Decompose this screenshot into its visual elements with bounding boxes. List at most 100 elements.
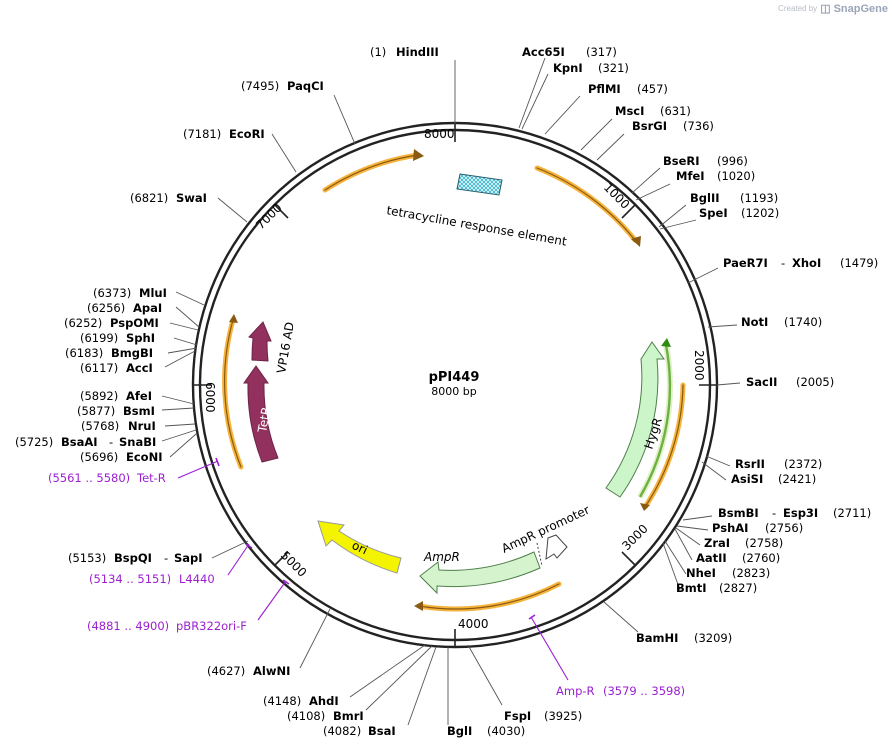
site-acc65i-name: Acc65I bbox=[522, 45, 565, 59]
site-bsmbi-name: BsmBI bbox=[718, 506, 759, 520]
site-sphi-pos: (6199) bbox=[80, 331, 118, 345]
site-bspqi-name: BspQI bbox=[114, 551, 152, 565]
site-ecori-name: EcoRI bbox=[229, 127, 265, 141]
ampr-label: AmpR bbox=[423, 550, 460, 564]
site-pflmi-name: PflMI bbox=[588, 82, 621, 96]
site-acc65i-pos: (317) bbox=[586, 45, 617, 59]
site-bsai-pos: (4082) bbox=[323, 724, 361, 738]
primer-tet-r-name: Tet-R bbox=[136, 471, 166, 485]
arc-top-left-head bbox=[413, 149, 424, 161]
site-pshai-name: PshAI bbox=[712, 521, 748, 535]
hygr-feature bbox=[605, 341, 665, 498]
ampr-promoter bbox=[545, 534, 568, 560]
site-asisi-name: AsiSI bbox=[731, 472, 763, 486]
site-kpni-pos: (321) bbox=[598, 61, 629, 75]
hygr-primer-glow bbox=[637, 344, 673, 499]
tick-label-3000: 3000 bbox=[619, 522, 650, 553]
tick-label-4000: 4000 bbox=[458, 617, 489, 631]
site-swai-name: SwaI bbox=[176, 191, 207, 205]
tick-7000 bbox=[274, 204, 289, 219]
site-paqci-pos: (7495) bbox=[241, 79, 279, 93]
site-afei-pos: (5892) bbox=[80, 389, 118, 403]
site-bmgbi-name: BmgBI bbox=[111, 346, 153, 360]
site-bsrgi-name: BsrGI bbox=[632, 119, 667, 133]
site-bmti-pos: (2827) bbox=[719, 581, 757, 595]
site-xhoi-sep: - bbox=[781, 256, 785, 270]
tick-5000 bbox=[274, 551, 289, 566]
site-hindiii-name: HindIII bbox=[396, 45, 439, 59]
site-swai-pos: (6821) bbox=[130, 191, 168, 205]
vp16-feature bbox=[248, 321, 272, 362]
site-nhei-pos: (2823) bbox=[732, 566, 770, 580]
site-bsrgi-pos: (736) bbox=[683, 119, 714, 133]
site-pspomi-pos: (6252) bbox=[64, 316, 102, 330]
orange-primer-arcs bbox=[222, 149, 686, 612]
primer-tet-r-range: (5561 .. 5580) bbox=[48, 471, 130, 485]
arc-top-right-core bbox=[536, 167, 636, 241]
arc-left-head bbox=[229, 314, 238, 323]
site-acci-name: AccI bbox=[126, 361, 153, 375]
primer-pbr322ori-f-range: (4881 .. 4900) bbox=[87, 619, 169, 633]
site-bmri-name: BmrI bbox=[333, 709, 364, 723]
site-paqci-name: PaqCI bbox=[287, 79, 324, 93]
primer-l4440-name: L4440 bbox=[179, 572, 215, 586]
hygr-primer-arc bbox=[638, 344, 672, 498]
primer-ticks bbox=[215, 457, 536, 620]
site-bamhi-name: BamHI bbox=[636, 631, 678, 645]
site-fspi-pos: (3925) bbox=[544, 709, 582, 723]
site-pspomi-name: PspOMI bbox=[110, 316, 159, 330]
site-mlui-name: MluI bbox=[139, 286, 167, 300]
tick-label-8000: 8000 bbox=[424, 127, 455, 141]
site-bseri-name: BseRI bbox=[663, 154, 700, 168]
tick-label-5000: 5000 bbox=[278, 548, 309, 579]
site-msci-name: MscI bbox=[615, 104, 644, 118]
site-pflmi-pos: (457) bbox=[637, 82, 668, 96]
plasmid-name: pPI449 bbox=[429, 370, 480, 385]
tetr-feature bbox=[243, 365, 279, 463]
site-leader-lines bbox=[161, 57, 741, 726]
site-ecori-pos: (7181) bbox=[183, 127, 221, 141]
primer-amp-r-name: Amp-R bbox=[556, 684, 595, 698]
site-econi-name: EcoNI bbox=[126, 450, 162, 464]
site-bmgbi-pos: (6183) bbox=[65, 346, 103, 360]
tick-label-2000: 2000 bbox=[692, 350, 706, 381]
snapgene-logo-icon: ◫ bbox=[820, 3, 831, 15]
tick-marks bbox=[193, 124, 717, 647]
ori-label: ori bbox=[350, 538, 370, 557]
site-bmti-name: BmtI bbox=[676, 581, 707, 595]
site-labels: (1) HindIII Acc65I (317) KpnI (321) PflM… bbox=[15, 45, 878, 738]
tick-3000 bbox=[621, 551, 636, 566]
site-esp3i-sep: - bbox=[772, 506, 776, 520]
hygr-primer-head bbox=[661, 338, 671, 347]
site-apai-name: ApaI bbox=[133, 301, 162, 315]
arc-top-left-core bbox=[324, 154, 419, 191]
primer-amp-r-range: (3579 .. 3598) bbox=[603, 684, 685, 698]
site-rsrii-name: RsrII bbox=[735, 457, 765, 471]
site-aatii-name: AatII bbox=[696, 551, 727, 565]
site-snabi-sep: - bbox=[109, 435, 113, 449]
site-bgli-pos: (4030) bbox=[487, 724, 525, 738]
site-rsrii-pos: (2372) bbox=[784, 457, 822, 471]
site-afei-name: AfeI bbox=[126, 389, 152, 403]
site-mfei-name: MfeI bbox=[676, 169, 705, 183]
tick-1000 bbox=[621, 204, 636, 219]
plasmid-length: 8000 bp bbox=[431, 385, 476, 398]
site-mlui-pos: (6373) bbox=[93, 286, 131, 300]
site-bseri-pos: (996) bbox=[717, 154, 748, 168]
site-hindiii-pos: (1) bbox=[370, 45, 386, 59]
site-bsaai-name: BsaAI bbox=[61, 435, 98, 449]
site-spei-pos: (1202) bbox=[741, 206, 779, 220]
site-apai-pos: (6256) bbox=[87, 301, 125, 315]
brand-logo-text: SnapGene bbox=[833, 2, 888, 15]
site-bmri-pos: (4108) bbox=[287, 709, 325, 723]
site-fspi-name: FspI bbox=[504, 709, 531, 723]
arc-left bbox=[222, 317, 244, 470]
primer-labels: (5561 .. 5580) Tet-R (5134 .. 5151) L444… bbox=[48, 471, 685, 698]
site-bgli-name: BglI bbox=[447, 724, 472, 738]
snapgene-brand: Created by ◫ SnapGene bbox=[778, 2, 888, 16]
arc-top-left bbox=[322, 152, 421, 193]
site-bsmi-pos: (5877) bbox=[77, 404, 115, 418]
arc-bottom-head bbox=[414, 601, 423, 611]
site-sacii-name: SacII bbox=[746, 375, 777, 389]
